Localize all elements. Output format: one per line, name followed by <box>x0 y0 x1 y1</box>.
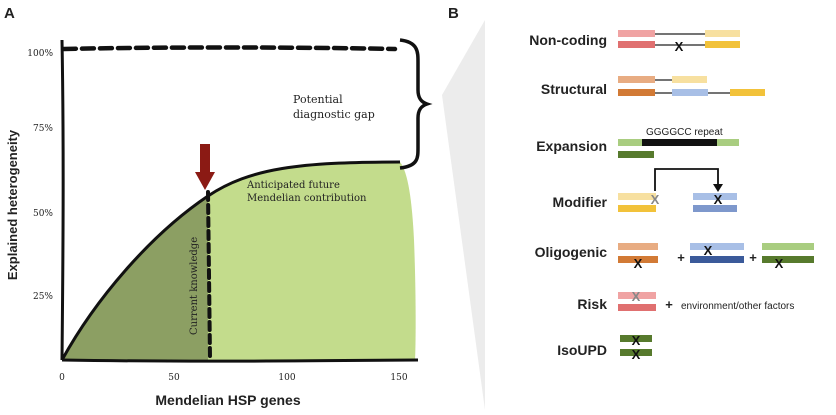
plus-sign: + <box>665 297 673 312</box>
mutation-mark: X <box>632 347 641 362</box>
y-tick-label: 100% <box>27 49 53 59</box>
plus-sign: + <box>749 250 757 265</box>
y-axis-title: Explained heterogeneity <box>5 129 20 280</box>
plus-sign: + <box>677 250 685 265</box>
isoupd-diagram: X X <box>620 333 652 362</box>
risk-extra-label: environment/other factors <box>681 301 794 312</box>
future-label-line1: Anticipated future <box>246 180 340 191</box>
y-tick-label: 50% <box>33 209 53 219</box>
expansion-diagram: GGGGCC repeat <box>618 127 739 158</box>
x-tick-label: 150 <box>390 373 407 383</box>
mutation-mark: X <box>775 256 784 271</box>
x-axis <box>61 358 419 363</box>
mutation-mark: X <box>651 192 660 207</box>
mutation-mark: X <box>714 192 723 207</box>
future-label-line2: Mendelian contribution <box>247 193 367 204</box>
current-position-arrow-icon <box>195 144 215 190</box>
x-tick-label: 50 <box>168 373 180 383</box>
y-axis <box>60 39 65 361</box>
hundred-percent-dashed-line <box>61 45 398 52</box>
current-knowledge-divider <box>206 190 212 360</box>
x-tick-label: 0 <box>59 373 65 383</box>
non-coding-diagram: X <box>618 30 740 54</box>
mutation-mark: X <box>675 39 684 54</box>
category-oligogenic: Oligogenic <box>535 244 608 260</box>
gap-label-line1: Potential <box>293 93 343 106</box>
gap-label-line2: diagnostic gap <box>293 108 375 121</box>
future-contribution-area <box>208 162 416 360</box>
x-axis-title: Mendelian HSP genes <box>155 392 300 408</box>
mutation-mark: X <box>632 289 641 304</box>
category-expansion: Expansion <box>536 138 607 154</box>
structural-diagram <box>618 76 765 96</box>
x-tick-label: 100 <box>278 373 295 383</box>
category-isoupd: IsoUPD <box>557 342 607 358</box>
diagnostic-gap-brace <box>399 38 433 170</box>
panel-b-label: B <box>448 5 459 22</box>
repeat-label: GGGGCC repeat <box>646 127 723 138</box>
mutation-mark: X <box>634 256 643 271</box>
panel-a-label: A <box>4 5 15 22</box>
zoom-connector <box>442 20 485 410</box>
modifier-diagram: X X <box>618 168 737 212</box>
current-knowledge-label: Current knowledge <box>189 237 200 335</box>
y-tick-label: 75% <box>33 124 53 134</box>
y-tick-label: 25% <box>33 292 53 302</box>
category-non-coding: Non-coding <box>529 32 607 48</box>
current-knowledge-area <box>62 196 208 360</box>
mutation-mark: X <box>704 243 713 258</box>
category-structural: Structural <box>541 81 607 97</box>
category-modifier: Modifier <box>553 194 608 210</box>
risk-diagram: X + environment/other factors <box>618 289 794 312</box>
oligogenic-diagram: X + X + X <box>618 243 814 271</box>
category-risk: Risk <box>577 296 607 312</box>
mutation-mark: X <box>632 333 641 348</box>
